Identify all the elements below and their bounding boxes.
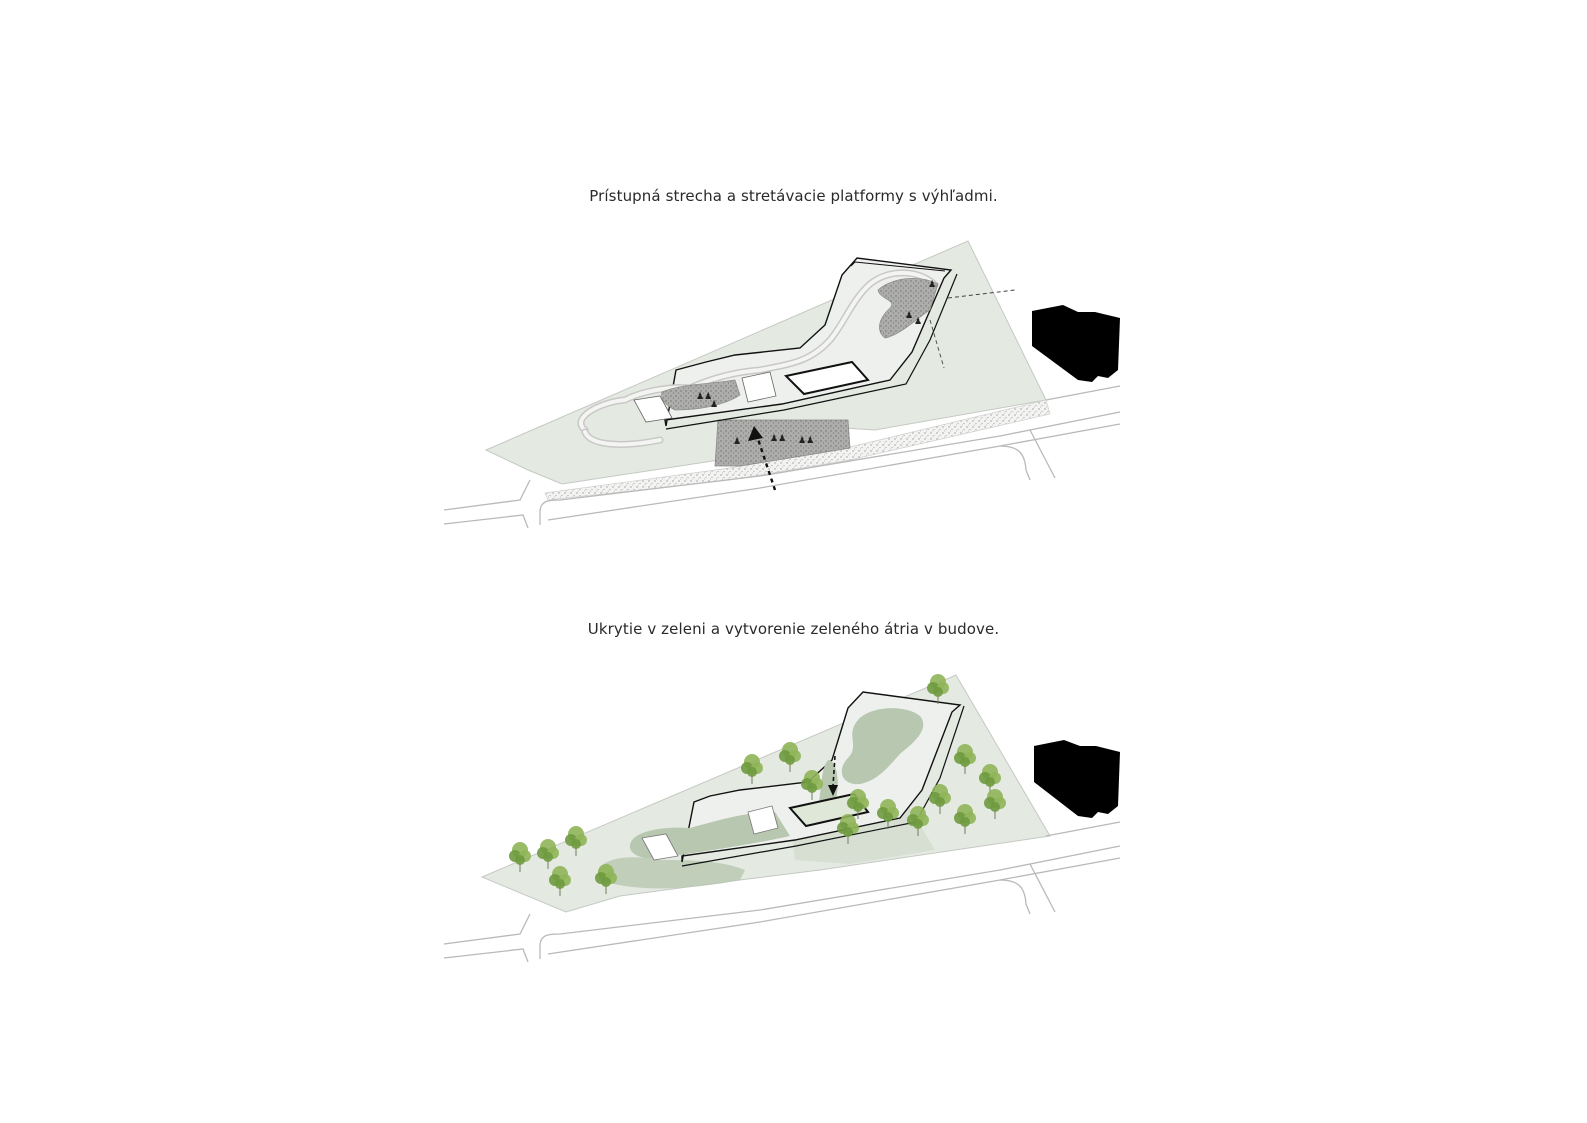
tree <box>927 674 949 704</box>
tree <box>537 839 559 869</box>
people-figures: ♟♟♟ ♟♟♟♟♟ ♟♟♟ <box>696 280 936 447</box>
tree <box>907 806 929 836</box>
svg-text:♟♟: ♟♟ <box>770 434 786 444</box>
svg-text:♟: ♟ <box>928 280 936 290</box>
tree <box>837 814 859 844</box>
skylight-small-bottom <box>747 805 779 835</box>
panel-green-atrium <box>443 674 1121 963</box>
tree <box>549 866 571 896</box>
skylight-left <box>633 395 673 423</box>
road-lines <box>443 385 1121 529</box>
svg-text:♟♟: ♟♟ <box>798 436 814 446</box>
neighbor-building-bottom <box>1034 740 1120 818</box>
ground-green-left <box>598 857 745 889</box>
atrium-arrow <box>832 755 836 787</box>
tree <box>565 826 587 856</box>
entrance-plaza <box>714 419 851 467</box>
trees <box>509 674 1006 896</box>
access-arrow <box>755 435 777 491</box>
tree <box>509 842 531 872</box>
skylight-small <box>741 371 777 403</box>
tree <box>954 804 976 834</box>
neighbor-building-top <box>1032 305 1120 382</box>
road-lines-bottom <box>443 821 1121 963</box>
panel-roof-platforms: ♟♟♟ ♟♟♟♟♟ ♟♟♟ <box>443 240 1121 529</box>
tree <box>741 754 763 784</box>
tree <box>877 799 899 829</box>
platform-left <box>661 379 741 411</box>
tree <box>595 864 617 894</box>
roof-garden-main <box>841 708 924 785</box>
tree <box>954 744 976 774</box>
roof-garden-strip <box>818 760 838 810</box>
svg-text:♟: ♟ <box>914 317 922 327</box>
svg-text:♟: ♟ <box>733 437 741 447</box>
caption-roof-platforms: Prístupná strecha a stretávacie platform… <box>589 187 998 205</box>
platform-right <box>877 278 939 339</box>
view-line <box>947 289 1016 299</box>
svg-text:♟: ♟ <box>905 311 913 321</box>
caption-green-atrium: Ukrytie v zeleni a vytvorenie zeleného á… <box>587 620 1000 638</box>
tree <box>847 789 869 819</box>
tree <box>979 764 1001 794</box>
tree <box>779 742 801 772</box>
svg-text:♟♟: ♟♟ <box>696 392 712 402</box>
tree <box>801 770 823 800</box>
atrium-opening <box>783 360 870 396</box>
skylight-left-bottom <box>641 833 679 861</box>
tree <box>984 789 1006 819</box>
svg-text:♟: ♟ <box>710 400 718 410</box>
tree <box>929 784 951 814</box>
